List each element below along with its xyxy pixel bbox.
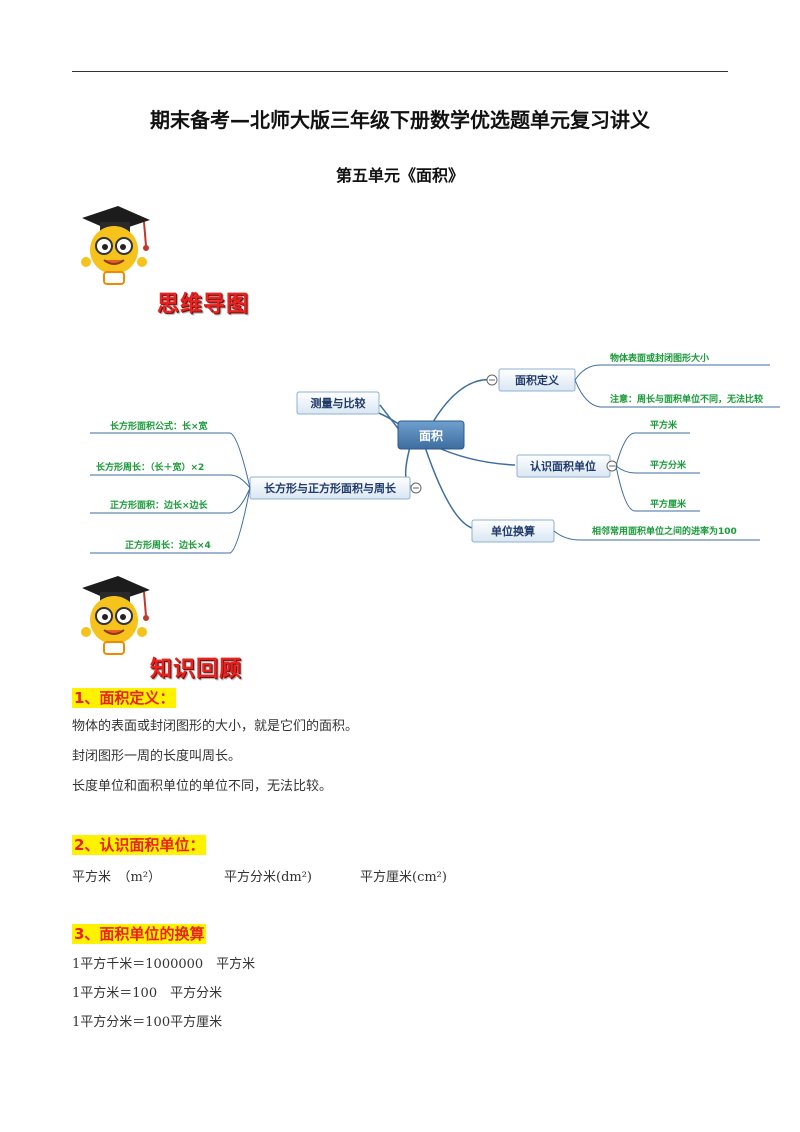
- mindmap-center-node: 面积: [397, 420, 465, 450]
- unit-square-meter: 平方米 （m²）: [72, 870, 162, 885]
- section-2-heading: 2、认识面积单位：: [72, 835, 207, 855]
- unit-square-decimeter: 平方分米(dm²): [224, 870, 313, 885]
- graduate-mascot-icon: [81, 576, 150, 655]
- connector-measure: [379, 404, 401, 432]
- mindmap-node-conversion: 单位换算: [471, 519, 555, 543]
- page-subtitle: 第五单元《面积》: [335, 166, 464, 185]
- mindmap-node-measure: 测量与比较: [296, 391, 380, 415]
- node-units-text: 认识面积单位: [530, 459, 596, 473]
- leaf-rect-area: 长方形面积公式：长×宽: [110, 420, 208, 432]
- leaf-unit-2: 平方分米: [650, 459, 687, 471]
- section-3-line: 1平方米＝100 平方分米: [72, 986, 223, 1001]
- mindmap-node-units: 认识面积单位: [516, 454, 618, 478]
- leaf-def-2: 注意：周长与面积单位不同，无法比较: [610, 393, 763, 405]
- leaf-conv-1: 相邻常用面积单位之间的进率为100: [592, 525, 737, 537]
- node-rect-text: 长方形与正方形面积与周长: [264, 481, 397, 495]
- node-measure-text: 测量与比较: [311, 396, 366, 410]
- node-conversion-text: 单位换算: [491, 524, 535, 538]
- section-1-line: 封闭图形一周的长度叫周长。: [72, 749, 242, 764]
- unit-square-centimeter: 平方厘米(cm²): [360, 870, 447, 885]
- section-3-heading: 3、面积单位的换算: [72, 924, 207, 944]
- mind-map-diagram: 面积 测量与比较 面积定义 认识面积单位 长方形与正方形面积与周长 单位换算 物…: [90, 352, 780, 554]
- section-1-line: 长度单位和面积单位的单位不同，无法比较。: [72, 779, 333, 794]
- leaf-square-perimeter: 正方形周长：边长×4: [125, 539, 211, 551]
- section-3-line: 1平方分米＝100平方厘米: [72, 1015, 223, 1030]
- connector-conversion: [424, 446, 473, 529]
- leaf-square-area: 正方形面积：边长×边长: [110, 499, 209, 511]
- review-section-label: 知识回顾: [150, 657, 243, 682]
- connector-definition: [429, 378, 496, 428]
- page-title: 期末备考—北师大版三年级下册数学优选题单元复习讲义: [150, 108, 650, 132]
- header-rule: [72, 71, 728, 72]
- section-1-heading: 1、面积定义：: [72, 688, 177, 708]
- leaf-def-1: 物体表面或封闭图形大小: [610, 352, 709, 364]
- leaf-rect-perimeter: 长方形周长：（长＋宽）×2: [96, 461, 204, 473]
- leaf-unit-1: 平方米: [650, 419, 678, 431]
- section-1-line: 物体的表面或封闭图形的大小，就是它们的面积。: [72, 719, 359, 734]
- graduate-mascot-icon: [81, 206, 150, 285]
- node-definition-text: 面积定义: [515, 373, 560, 387]
- leaf-unit-3: 平方厘米: [650, 498, 687, 510]
- mindmap-center-text: 面积: [419, 428, 443, 443]
- mindmap-section-label: 思维导图: [157, 292, 250, 317]
- mindmap-node-definition: 面积定义: [486, 368, 576, 392]
- mindmap-node-rect: 长方形与正方形面积与周长: [249, 476, 422, 500]
- section-3-line: 1平方千米＝1000000 平方米: [72, 957, 256, 972]
